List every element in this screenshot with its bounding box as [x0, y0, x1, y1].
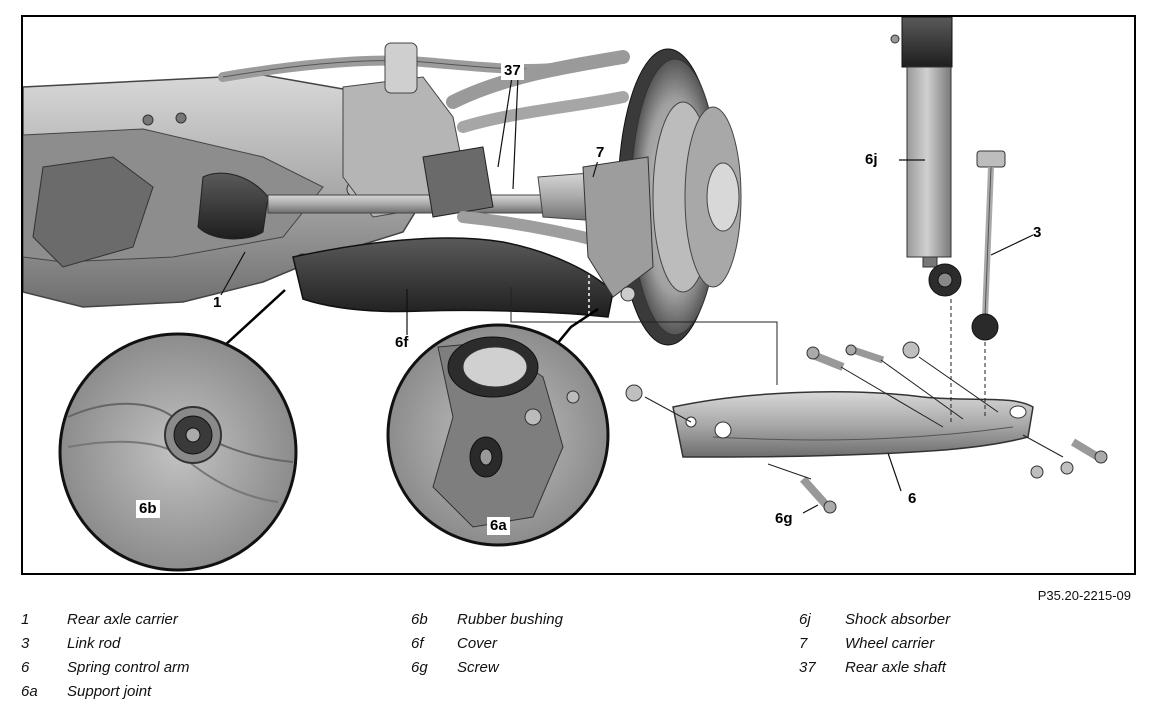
lower-arm	[457, 211, 609, 248]
detail-rubber-bushing	[58, 289, 298, 572]
upper-arm-2	[457, 91, 629, 133]
wheel-carrier	[582, 48, 742, 346]
callout-6: 6	[908, 490, 917, 507]
link-rod	[971, 150, 1006, 341]
callout-6f: 6f	[395, 334, 409, 351]
figure-id: P35.20-2215-09	[1037, 588, 1131, 603]
callout-3: 3	[1033, 224, 1042, 241]
upper-arm	[446, 50, 630, 109]
callout-7: 7	[593, 144, 608, 162]
diagram-frame: 37 7 6j 3 1 6f 6b 6a 6 6g	[21, 15, 1136, 575]
callout-6j: 6j	[865, 151, 878, 168]
detail-support-joint	[386, 307, 610, 547]
screws	[625, 341, 1108, 514]
spring-control-arm-cover	[292, 237, 614, 318]
assembly-lines	[510, 287, 1064, 480]
axle-illustration	[23, 17, 1108, 572]
callout-1: 1	[213, 294, 222, 311]
shock-absorber	[890, 17, 962, 297]
callout-6b: 6b	[136, 500, 160, 518]
stabilizer-bracket	[384, 42, 418, 94]
callout-6a: 6a	[487, 517, 510, 535]
callout-37: 37	[501, 62, 524, 80]
spring-control-arm	[672, 391, 1034, 458]
callout-6g: 6g	[775, 510, 793, 527]
